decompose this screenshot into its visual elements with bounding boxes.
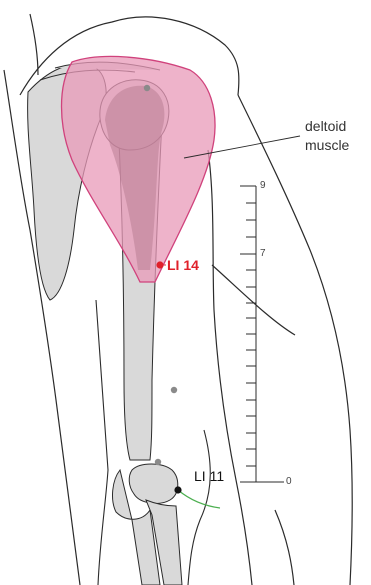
waist-curve xyxy=(212,265,295,335)
acupoint-li11-label: LI 11 xyxy=(194,468,224,484)
deltoid-label-line2: muscle xyxy=(305,137,350,153)
deltoid-muscle xyxy=(62,56,216,282)
scale-label-7: 7 xyxy=(260,248,266,259)
acupoint-li14-label: LI 14 xyxy=(167,257,199,273)
back-contour xyxy=(238,95,352,585)
marker-dot-elbow xyxy=(155,459,161,465)
marker-dot-shoulder xyxy=(144,85,150,91)
deltoid-label-line1: deltoid xyxy=(305,118,346,134)
marker-dot-upper-arm xyxy=(171,387,177,393)
arm-outline-front xyxy=(188,430,210,585)
measurement-scale xyxy=(240,186,284,482)
scale-label-9: 9 xyxy=(260,180,266,191)
torso-side-line xyxy=(208,150,252,585)
acupoint-li11-dot xyxy=(174,486,181,493)
acupoint-li14-dot xyxy=(156,261,163,268)
scale-label-0: 0 xyxy=(286,476,292,487)
channel-line xyxy=(178,490,220,508)
neck-line xyxy=(30,14,38,75)
arm-outline-back xyxy=(96,300,108,585)
lower-back-line xyxy=(275,510,294,585)
elbow-condyle xyxy=(129,464,178,503)
